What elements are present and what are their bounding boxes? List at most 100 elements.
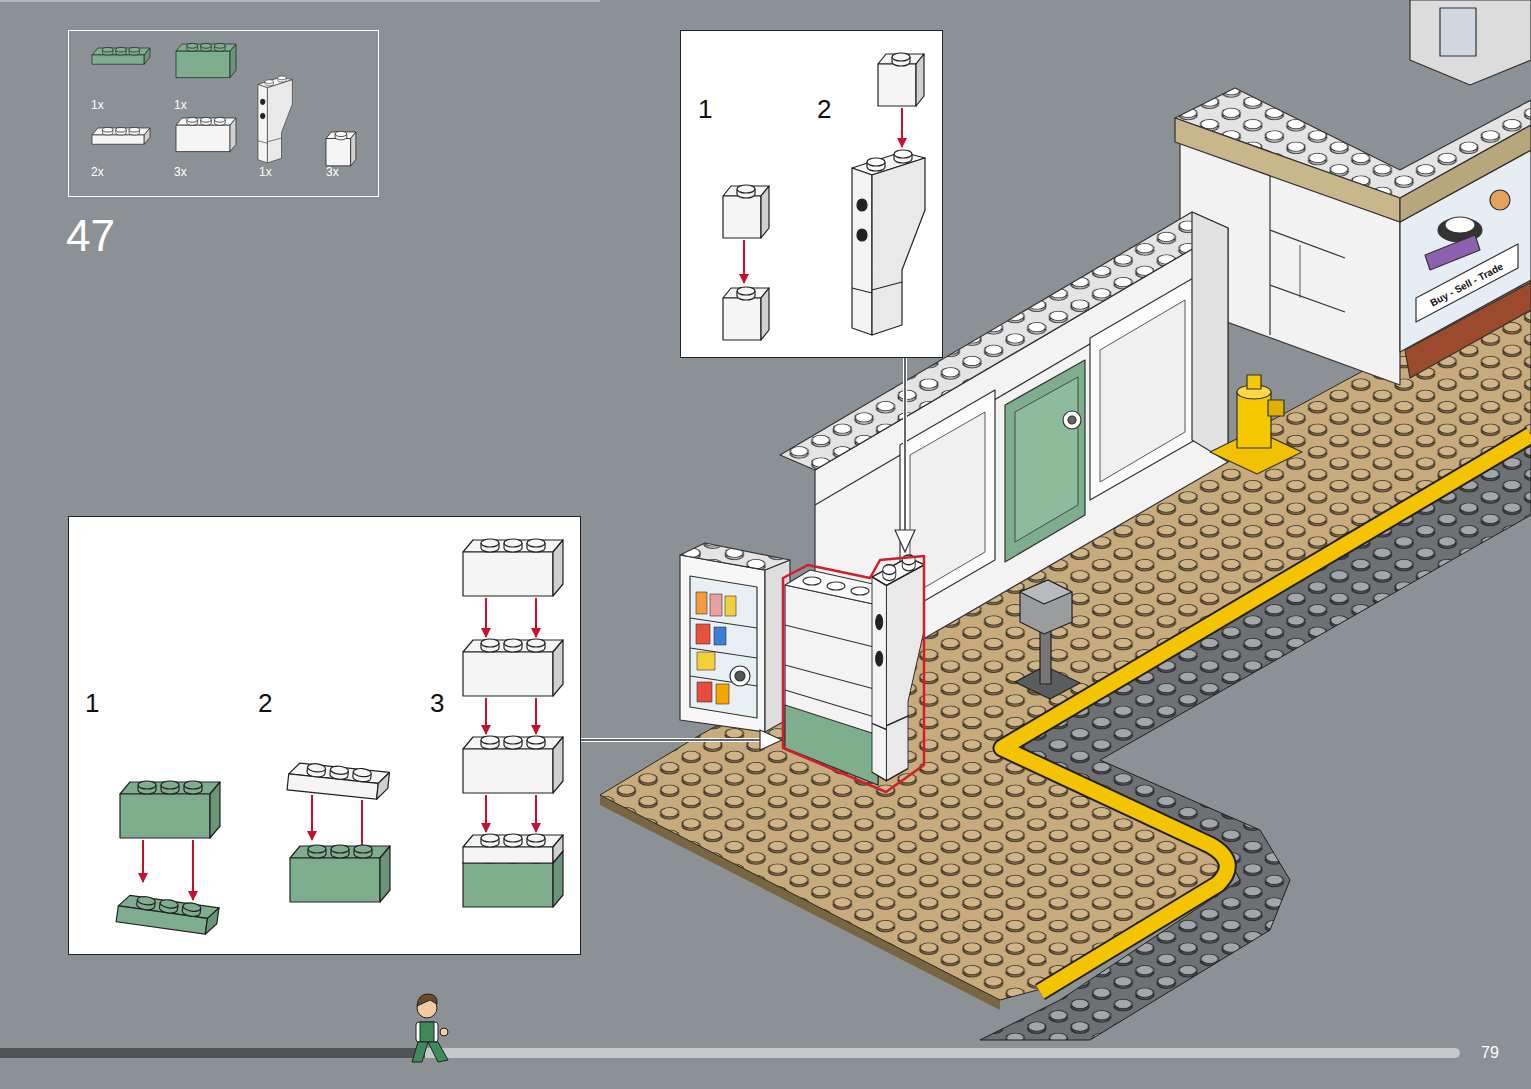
drinks-fridge-part xyxy=(696,592,707,614)
parts-list-art xyxy=(92,43,356,165)
drinks-fridge-part xyxy=(714,627,726,645)
minifigure-part xyxy=(412,1042,428,1062)
wall-part xyxy=(1063,411,1081,429)
callout-bottom-art-part xyxy=(485,598,487,637)
callout-bottom-art-part xyxy=(463,639,563,696)
drinks-fridge-part xyxy=(735,671,745,681)
callout-bottom-art-part xyxy=(142,840,144,882)
shop-building-part xyxy=(1300,245,1301,298)
post xyxy=(1015,580,1080,699)
minifigure-part xyxy=(440,1028,448,1036)
post-part xyxy=(1020,580,1072,604)
callout-top-art xyxy=(680,30,943,552)
minifigure-part xyxy=(416,1022,438,1042)
callout-step-number: 1 xyxy=(698,95,712,124)
callout-bottom-art-part xyxy=(581,739,762,741)
new-wall-section-part xyxy=(785,705,878,785)
part-count: 3x xyxy=(174,166,187,179)
callout-bottom-art-part xyxy=(192,840,194,900)
callout-step-number: 2 xyxy=(258,689,272,718)
wall-part xyxy=(1100,300,1185,482)
callout-top-art-part xyxy=(895,530,915,552)
drinks-fridge-part xyxy=(697,652,715,670)
callout-top-art-part xyxy=(743,240,745,283)
callout-bottom-art-part xyxy=(485,698,487,734)
callout-top-art-part xyxy=(723,287,769,340)
parts-list-art-part xyxy=(92,47,150,64)
callout-bottom-art-part xyxy=(311,795,313,840)
callout-top-art-part xyxy=(680,30,943,358)
shop-building-part xyxy=(1445,217,1475,233)
shop-building-part xyxy=(1405,282,1531,378)
callout-bottom-art-part xyxy=(463,539,563,596)
shop-building-part xyxy=(1270,285,1345,312)
callout-bottom-art-part xyxy=(290,845,390,902)
minifigure-part xyxy=(417,994,437,1006)
callout-top-art-part xyxy=(878,53,924,106)
drinks-fridge-part xyxy=(730,666,750,686)
minifigure-part xyxy=(428,1042,448,1062)
page-rule xyxy=(0,0,600,2)
part-count: 2x xyxy=(91,166,104,179)
fire-hydrant-part xyxy=(1237,392,1271,448)
shop-building-part xyxy=(1400,125,1531,222)
part-count: 1x xyxy=(259,166,272,179)
new-wall-section-part xyxy=(785,625,878,648)
drinks-fridge xyxy=(680,543,790,732)
callout-step-number: 1 xyxy=(85,689,99,718)
wall-part xyxy=(1015,377,1078,542)
new-wall-section-part xyxy=(803,577,821,585)
callout-box: 1 2 3 xyxy=(68,516,581,955)
parts-list-art-part xyxy=(326,131,356,165)
callout-bottom-art-part xyxy=(287,761,389,800)
parts-list-art-part xyxy=(176,117,236,151)
wall-part xyxy=(1090,277,1195,500)
shop-building-part xyxy=(1410,0,1531,85)
callout-top-art-part xyxy=(901,108,903,147)
drinks-fridge-part xyxy=(680,555,765,732)
shop-building-part xyxy=(1269,175,1270,335)
callout-top-art-part xyxy=(852,150,925,335)
new-wall-section xyxy=(783,555,925,792)
callout-bottom-art-part xyxy=(463,736,563,793)
callout-bottom-art-part xyxy=(120,781,220,838)
parts-list-art-part xyxy=(92,127,150,144)
minifigure xyxy=(412,994,448,1062)
callout-step-number: 2 xyxy=(817,95,831,124)
drinks-fridge-part xyxy=(716,684,729,704)
callout-bottom-art-part xyxy=(760,730,782,750)
callout-bottom-art-part xyxy=(535,598,537,637)
part-count: 1x xyxy=(174,99,187,112)
wall-part xyxy=(1005,360,1085,562)
new-wall-section-part xyxy=(851,587,869,595)
new-wall-section-part xyxy=(872,555,925,781)
callout-bottom-art-part xyxy=(68,516,581,955)
shop-building-part xyxy=(1175,118,1400,222)
minifigure-part xyxy=(420,1022,434,1042)
callout-bottom-art-part xyxy=(116,893,219,936)
baseplate xyxy=(600,280,1531,1040)
callout-step-number: 3 xyxy=(430,689,444,718)
parts-list-art-part xyxy=(176,43,236,77)
new-wall-section-part xyxy=(783,556,924,792)
step-number: 47 xyxy=(66,212,115,260)
shop-building-part xyxy=(1270,230,1345,258)
callout-bottom-art-part xyxy=(463,834,563,863)
drinks-fridge-part xyxy=(725,596,736,616)
drinks-fridge-part xyxy=(710,594,722,616)
progress-bar-part xyxy=(420,1048,1460,1058)
new-wall-section-part xyxy=(785,690,878,718)
fire-hydrant xyxy=(1210,375,1302,474)
parts-list-box: 1x1x2x3x1x3x xyxy=(68,30,379,197)
sign-text: Buy - Sell - Trade xyxy=(1429,260,1506,308)
wall-part xyxy=(1068,416,1076,424)
shop-building-part xyxy=(1425,235,1480,270)
baseplate-part xyxy=(600,280,1531,1000)
shop-building-part xyxy=(1440,8,1476,56)
callout-bottom-art-part xyxy=(485,795,487,832)
callout-bottom-art-part xyxy=(581,738,762,742)
progress-bar-part xyxy=(0,1048,425,1058)
